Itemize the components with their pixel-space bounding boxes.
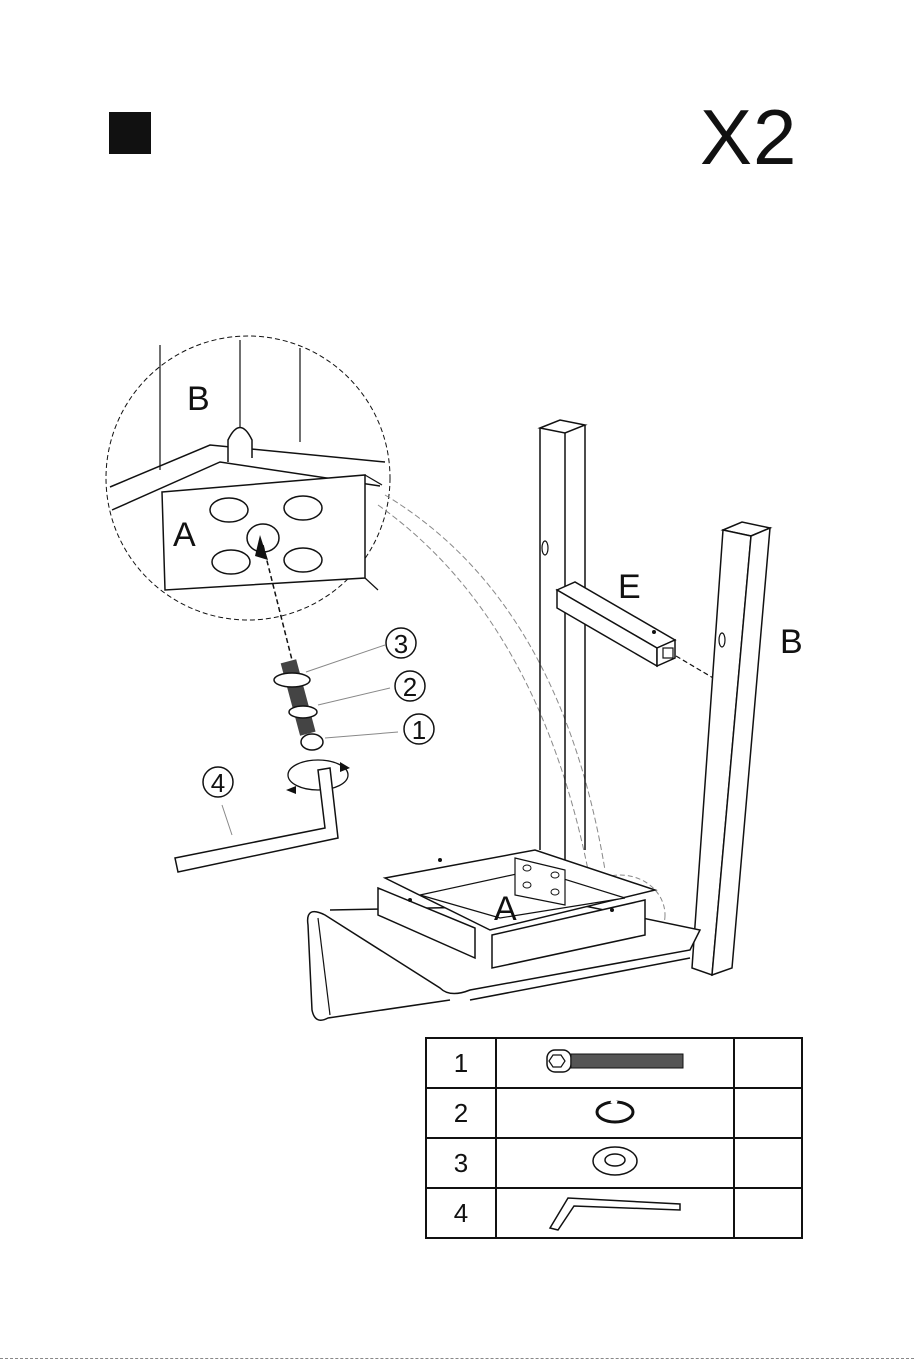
part-number: 2 <box>426 1088 496 1138</box>
rotation-arrow <box>286 760 350 794</box>
leg-b: B <box>692 522 803 975</box>
table-row: 4 <box>426 1188 802 1238</box>
svg-text:3: 3 <box>394 629 408 659</box>
callout-1: 1 <box>404 714 434 745</box>
part-count <box>734 1038 802 1088</box>
allen-key <box>175 768 338 872</box>
svg-text:2: 2 <box>403 672 417 702</box>
part-number: 1 <box>426 1038 496 1088</box>
leg-back <box>540 420 585 860</box>
label-a: A <box>494 890 517 928</box>
table-row: 2 <box>426 1088 802 1138</box>
detail-label-b: B <box>187 380 210 418</box>
detail-label-a: A <box>173 516 196 554</box>
label-e: E <box>618 568 641 606</box>
callout-2: 2 <box>395 671 425 702</box>
callout-3: 3 <box>386 628 416 659</box>
allen-key-icon <box>496 1188 734 1238</box>
part-number: 4 <box>426 1188 496 1238</box>
part-count <box>734 1138 802 1188</box>
table-row: 3 <box>426 1138 802 1188</box>
detail-magnifier: B A <box>106 336 390 620</box>
flat-washer-icon <box>496 1138 734 1188</box>
page-divider <box>0 1358 914 1359</box>
label-b: B <box>780 623 803 661</box>
part-count <box>734 1188 802 1238</box>
callout-4: 4 <box>203 767 233 798</box>
spring-washer-icon <box>496 1088 734 1138</box>
svg-text:4: 4 <box>211 768 225 798</box>
table-row: 1 <box>426 1038 802 1088</box>
svg-text:1: 1 <box>412 715 426 745</box>
part-number: 3 <box>426 1138 496 1188</box>
parts-table: 1 2 3 4 <box>425 1037 803 1239</box>
stretcher-e: E <box>557 568 720 682</box>
bolt-icon <box>496 1038 734 1088</box>
part-count <box>734 1088 802 1138</box>
